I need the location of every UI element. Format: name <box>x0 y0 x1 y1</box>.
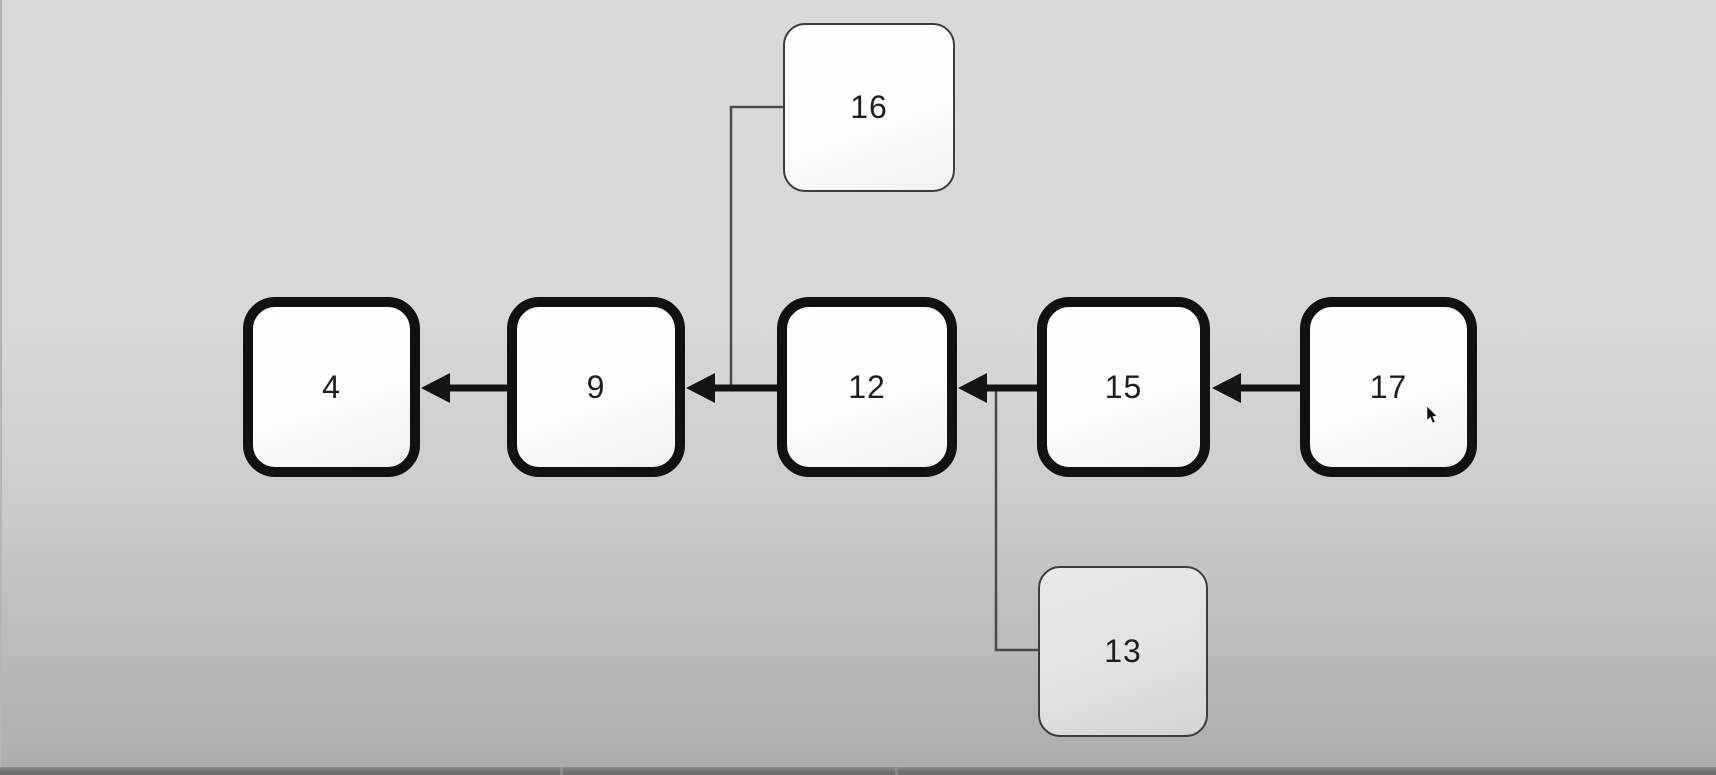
node-4[interactable]: 4 <box>243 297 420 477</box>
arrow-15-to-12 <box>958 373 1039 403</box>
left-edge-strip <box>0 0 2 767</box>
bottom-edge-bar <box>0 767 1716 775</box>
node-15-label: 15 <box>1104 368 1143 405</box>
node-15[interactable]: 15 <box>1037 297 1210 477</box>
mouse-cursor-icon <box>1426 406 1438 424</box>
edge-16-to-arrow-12-9 <box>729 105 783 386</box>
node-12-label: 12 <box>848 368 886 405</box>
bottom-bar-notch <box>560 767 563 775</box>
node-12[interactable]: 12 <box>777 297 957 477</box>
node-9-label: 9 <box>586 368 606 405</box>
node-13[interactable]: 13 <box>1038 566 1208 737</box>
arrow-12-to-9 <box>686 373 779 403</box>
node-17-label: 17 <box>1369 368 1408 405</box>
node-9[interactable]: 9 <box>507 297 685 477</box>
node-17[interactable]: 17 <box>1300 297 1477 477</box>
arrow-9-to-4 <box>421 373 507 403</box>
bottom-bar-notch <box>895 767 898 775</box>
node-13-label: 13 <box>1104 633 1142 669</box>
node-16[interactable]: 16 <box>783 23 955 192</box>
node-16-label: 16 <box>850 89 888 125</box>
node-4-label: 4 <box>322 368 341 405</box>
arrow-17-to-15 <box>1212 373 1302 403</box>
edge-13-to-arrow-15-12 <box>994 390 1038 652</box>
